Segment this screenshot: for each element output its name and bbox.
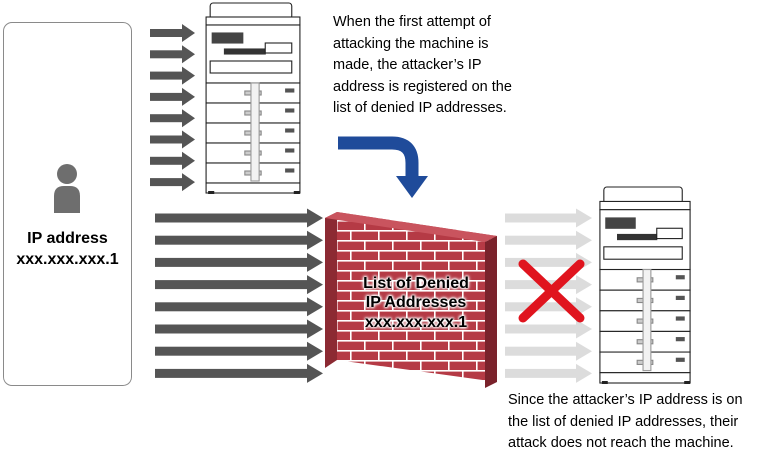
arrow [155,275,323,295]
block-x-icon [518,259,585,323]
arrow [505,319,592,339]
arrow [150,130,195,149]
arrow [150,173,195,192]
wall-entry: xxx.xxx.xxx.1 [364,314,468,331]
printer-icon [205,2,301,194]
arrow [155,252,323,272]
note-bottom-line: the list of denied IP addresses, their [508,414,739,430]
arrow [505,208,592,228]
arrow [155,297,323,317]
arrow [505,230,592,250]
arrow [150,151,195,170]
arrow [155,363,323,383]
note-top-line: When the first attempt of [333,14,491,30]
printer-icon [599,186,691,384]
arrow [155,208,323,228]
arrow [150,45,195,64]
arrow [505,363,592,383]
arrow [155,319,323,339]
arrow [155,230,323,250]
ip-address-value: xxx.xxx.xxx.1 [16,251,119,268]
brick-wall-icon [325,212,497,388]
note-top-line: made, the attacker’s IP [333,57,482,73]
arrow [150,24,195,42]
note-bottom-line: Since the attacker’s IP address is on [508,392,743,408]
arrow [150,66,195,85]
attack-arrows-to-wall [155,208,323,383]
note-top-line: attacking the machine is [333,36,489,52]
arrow [505,341,592,361]
redirect-arrow-icon [338,136,428,198]
ip-address-label: IP address [27,230,108,247]
note-bottom-line: attack does not reach the machine. [508,435,734,451]
wall-title-line2: IP Addresses [365,294,467,311]
note-top-line: address is registered on the [333,79,512,95]
person-icon [54,164,80,213]
arrow [150,87,195,106]
note-top-line: list of denied IP addresses. [333,100,507,116]
arrow [155,341,323,361]
arrow [150,109,195,128]
attack-arrows-top [150,24,195,192]
wall-title-line1: List of Denied [363,275,469,292]
